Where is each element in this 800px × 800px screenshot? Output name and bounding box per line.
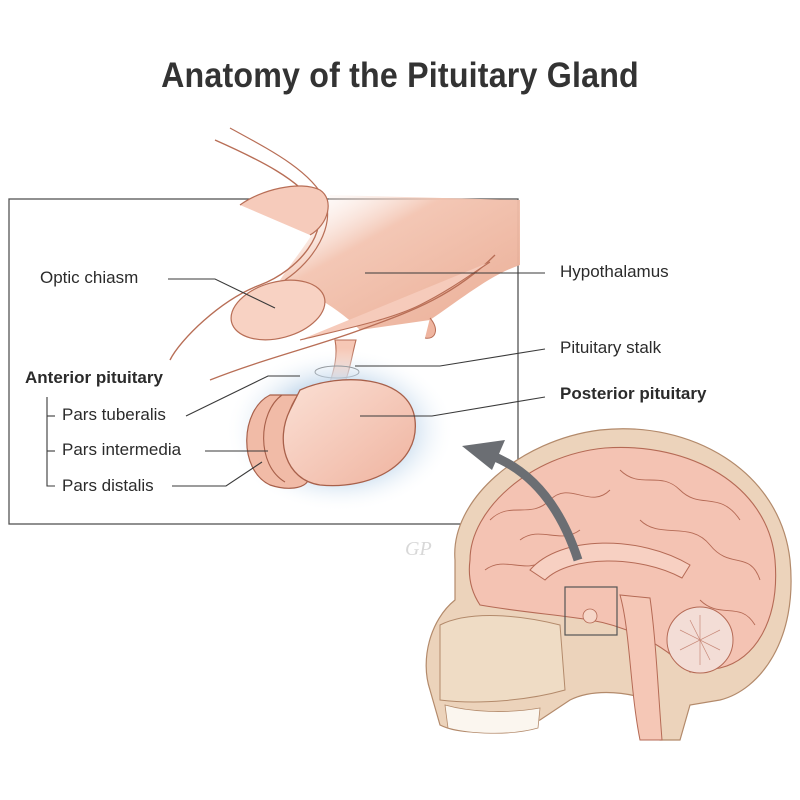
artist-signature: GP [405, 538, 432, 560]
optic-chiasm-shape [230, 279, 326, 341]
upper-tract [169, 139, 320, 361]
pituitary-location-box [564, 586, 618, 636]
label-hypothalamus: Hypothalamus [560, 262, 669, 281]
lower-tract [209, 254, 496, 381]
leader-pituitary-stalk [355, 348, 546, 367]
posterior-lobe-shape [282, 379, 416, 487]
leader-pars-tuberalis [185, 375, 300, 417]
leader-posterior-pituitary [360, 396, 546, 417]
anterior-bracket [46, 397, 55, 487]
leader-pars-distalis [172, 461, 263, 487]
label-pars-distalis: Pars distalis [62, 476, 154, 495]
label-pars-intermedia: Pars intermedia [62, 440, 182, 459]
label-optic-chiasm: Optic chiasm [40, 268, 139, 287]
leader-optic-chiasm [168, 278, 276, 309]
leader-lines [46, 272, 546, 487]
zoom-arrow [488, 450, 583, 562]
diagram-title: Anatomy of the Pituitary Gland [161, 56, 639, 95]
label-pituitary-stalk: Pituitary stalk [560, 338, 662, 357]
label-posterior-pituitary: Posterior pituitary [560, 384, 707, 403]
face-bones [439, 615, 566, 703]
teeth [444, 704, 541, 734]
label-pars-tuberalis: Pars tuberalis [62, 405, 166, 424]
zoom-arrow-head [462, 440, 505, 470]
head-cross-section [425, 428, 792, 741]
brainstem [619, 594, 663, 741]
label-anterior-pituitary: Anterior pituitary [25, 368, 163, 387]
hypothalamus-shape [280, 195, 520, 330]
